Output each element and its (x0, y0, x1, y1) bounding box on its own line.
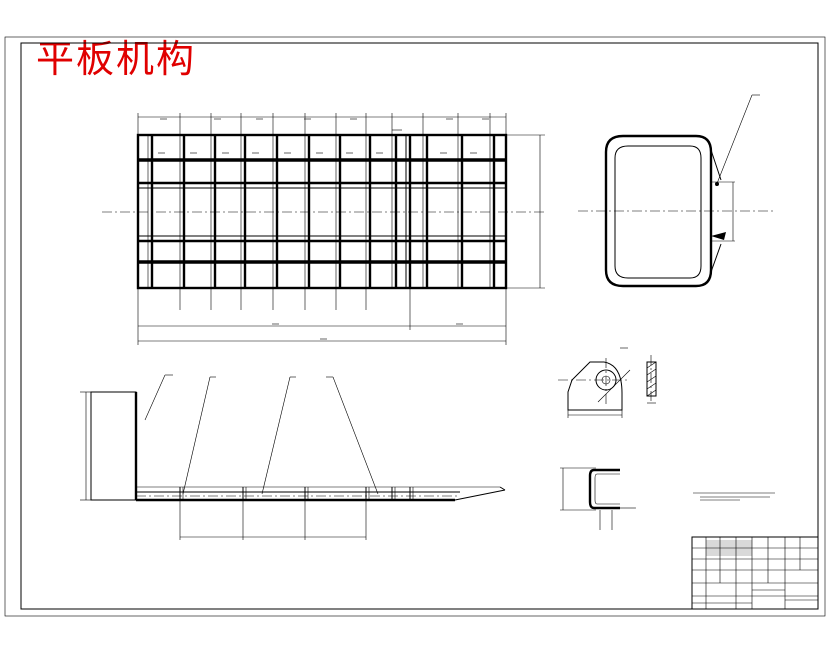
detail-channel (560, 467, 636, 530)
detail-bracket (558, 347, 657, 418)
plan-view (102, 113, 545, 345)
title-block (691, 536, 819, 610)
sheet-inner-border (20, 42, 819, 610)
dimension-labels (158, 118, 489, 340)
front-view (80, 374, 506, 540)
sheet-outer-border (4, 36, 826, 617)
end-view (578, 94, 775, 288)
drawing-title: 平板机构 (36, 37, 197, 81)
technical-notes (693, 492, 775, 501)
